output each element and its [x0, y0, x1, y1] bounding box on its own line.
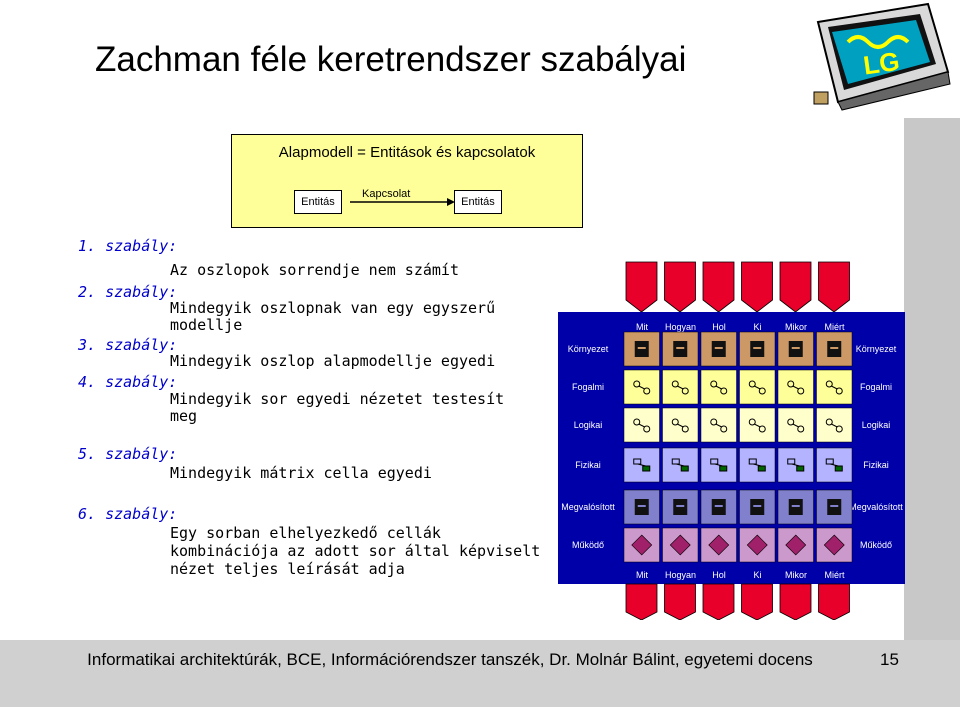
concept-title: Alapmodell = Entitások és kapcsolatok: [278, 144, 536, 161]
row-label-left: Környezet: [568, 344, 609, 354]
column-header-top: Miért: [825, 322, 845, 332]
footer-text: Informatikai architektúrák, BCE, Informá…: [87, 650, 813, 669]
rule-1-text: Az oszlopok sorrendje nem számít: [170, 261, 459, 279]
column-header-top: Hol: [712, 322, 726, 332]
column-header-top: Mit: [636, 322, 648, 332]
rule-3-label: 3. szabály:: [78, 336, 178, 354]
cell-icon: [669, 534, 691, 556]
row-label-left: Megvalósított: [561, 502, 615, 512]
rule-5-text: Mindegyik mátrix cella egyedi: [170, 464, 432, 482]
rule-2-text-line1: Mindegyik oszlopnak van egy egyszerű: [170, 299, 496, 317]
row-label-right: Fogalmi: [860, 382, 892, 392]
cell-icon: [787, 380, 795, 388]
column-arrow-top: [741, 261, 773, 313]
row-label-left: Fogalmi: [572, 382, 604, 392]
row-label-right: Megvalósított: [849, 502, 903, 512]
cell-icon: [787, 418, 795, 426]
column-arrow-top: [625, 261, 658, 313]
column-header-bottom: Mikor: [785, 570, 807, 580]
column-header-bottom: Miért: [825, 570, 845, 580]
column-header-bottom: Hol: [712, 570, 726, 580]
row-label-right: Működő: [860, 540, 892, 550]
rule-4-text-line2: meg: [170, 407, 198, 425]
column-arrow-bottom: [625, 583, 658, 620]
row-label-right: Környezet: [856, 344, 897, 354]
relation-label: Kapcsolat: [362, 188, 411, 200]
rule-6-text-line1: Egy sorban elhelyezkedő cellák: [170, 524, 441, 542]
cell-icon: [710, 458, 719, 465]
cell-icon: [633, 418, 641, 426]
cell-icon: [825, 418, 833, 426]
rule-2-label: 2. szabály:: [78, 283, 178, 301]
column-arrow-bottom: [741, 583, 773, 620]
entity-left-box: Entitás: [294, 190, 342, 214]
column-arrow-top: [702, 261, 735, 313]
column-arrow-top: [818, 261, 850, 313]
cell-icon: [748, 418, 756, 426]
cell-icon: [633, 458, 642, 465]
cell-icon: [671, 458, 680, 465]
rule-6-text-line2: kombinációja az adott sor által képvisel…: [170, 542, 541, 560]
cell-icon: [825, 458, 834, 465]
cell-icon: [671, 418, 679, 426]
cell-icon: [785, 534, 807, 556]
side-gray-band: [904, 118, 960, 640]
slide-title: Zachman féle keretrendszer szabályai: [95, 40, 687, 79]
cell-icon: [633, 380, 641, 388]
cell-icon: [631, 534, 653, 556]
column-header-bottom: Mit: [636, 570, 648, 580]
concept-box: Alapmodell = Entitások és kapcsolatok En…: [231, 134, 583, 228]
rule-6-label: 6. szabály:: [78, 505, 178, 523]
column-arrow-bottom: [664, 583, 696, 620]
cell-icon: [746, 534, 768, 556]
entity-right-box: Entitás: [454, 190, 502, 214]
row-label-left: Logikai: [574, 420, 603, 430]
rule-4-label: 4. szabály:: [78, 373, 178, 391]
column-header-top: Ki: [753, 322, 761, 332]
column-arrow-bottom: [702, 583, 735, 620]
column-arrow-bottom: [779, 583, 812, 620]
cell-icon: [823, 534, 845, 556]
column-header-bottom: Ki: [753, 570, 761, 580]
row-label-left: Működő: [572, 540, 604, 550]
cell-icon: [748, 458, 757, 465]
column-header-top: Mikor: [785, 322, 807, 332]
cell-icon: [710, 380, 718, 388]
row-label-right: Fizikai: [863, 460, 889, 470]
rule-4-text-line1: Mindegyik sor egyedi nézetet testesít: [170, 390, 505, 408]
matrix-cell: [700, 489, 737, 525]
row-label-right: Logikai: [862, 420, 891, 430]
rule-2-text-line2: modellje: [170, 316, 243, 334]
column-header-bottom: Hogyan: [665, 570, 696, 580]
row-label-left: Fizikai: [575, 460, 601, 470]
cell-icon: [710, 418, 718, 426]
column-header-top: Hogyan: [665, 322, 696, 332]
footer-band: [0, 640, 960, 707]
rule-1-label: 1. szabály:: [78, 237, 178, 255]
column-arrow-top: [779, 261, 812, 313]
cell-icon: [825, 380, 833, 388]
monitor-logo-icon: LG: [813, 2, 951, 111]
matrix-cell: [662, 331, 699, 367]
matrix-cell: [739, 527, 776, 563]
rule-5-label: 5. szabály:: [78, 445, 178, 463]
column-arrow-bottom: [818, 583, 850, 620]
rule-3-text: Mindegyik oszlop alapmodellje egyedi: [170, 352, 496, 370]
svg-text:LG: LG: [861, 46, 901, 81]
relation-arrow-icon: [350, 198, 455, 206]
cell-icon: [748, 380, 756, 388]
column-arrow-top: [664, 261, 696, 313]
cell-icon: [787, 458, 796, 465]
page-number: 15: [880, 650, 899, 669]
matrix-cell: [739, 331, 776, 367]
rule-6-text-line3: nézet teljes leírását adja: [170, 560, 405, 578]
cell-icon: [671, 380, 679, 388]
matrix-cell: [777, 447, 814, 483]
cell-icon: [708, 534, 730, 556]
